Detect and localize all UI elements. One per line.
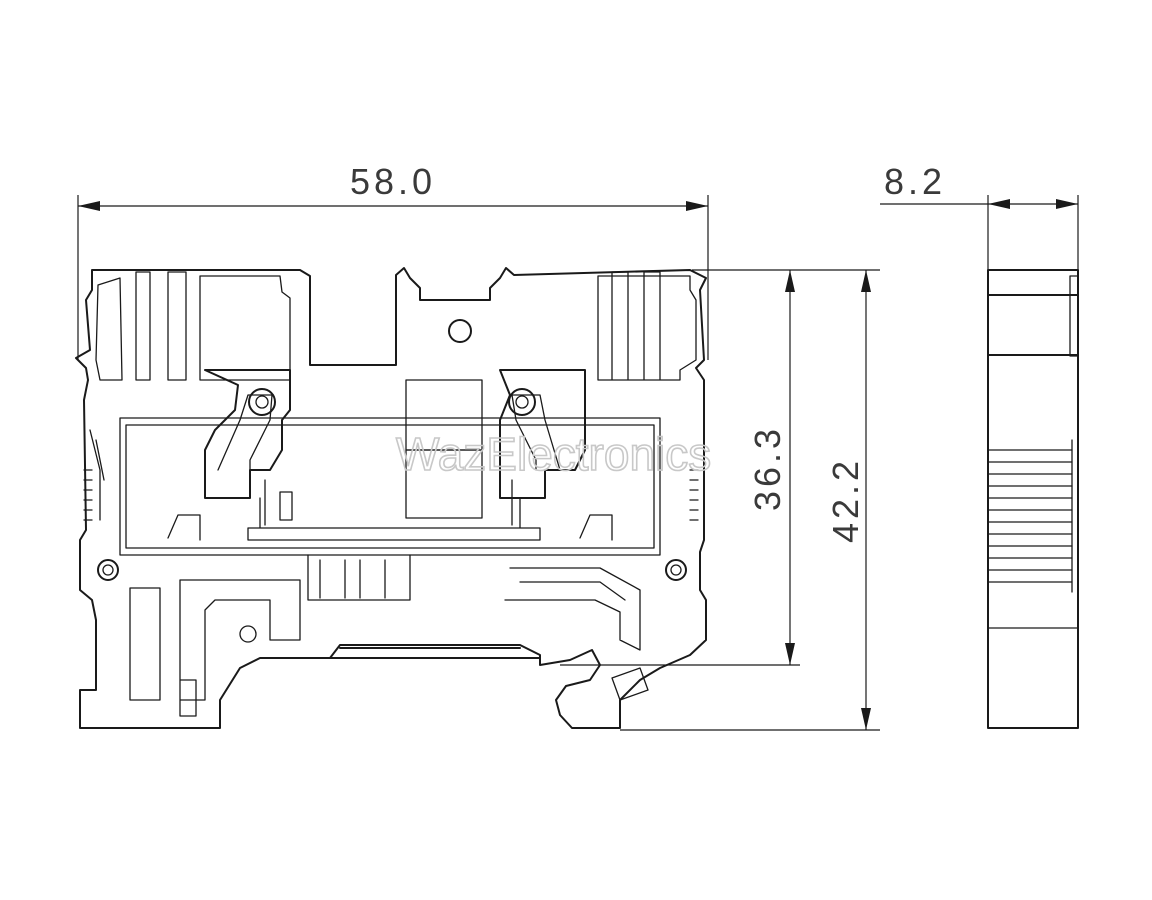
lower-hole: [239, 625, 257, 643]
right-foot: [504, 567, 641, 651]
front-view: [75, 267, 707, 729]
left-foot: [129, 579, 301, 717]
right-side-hole: [665, 559, 687, 581]
right-spring-clamp: [499, 369, 586, 499]
front-view-outline: [75, 267, 707, 729]
right-pivot: [508, 388, 536, 416]
inner-chamber: [119, 417, 661, 556]
side-view-ribs: [987, 439, 1073, 593]
dimension-depth-label: 8.2: [884, 161, 946, 202]
left-side-hole: [97, 559, 119, 581]
dimension-depth: 8.2: [880, 161, 1079, 270]
mounting-hole-top: [448, 319, 472, 343]
busbar: [247, 479, 541, 541]
dimension-width: 58.0: [77, 161, 709, 360]
left-wire-entry: [95, 271, 291, 381]
dimension-height-total: 42.2: [620, 270, 880, 731]
right-wire-entry: [597, 271, 697, 381]
dimension-width-label: 58.0: [350, 161, 436, 202]
side-view-outline: [987, 269, 1079, 729]
dimension-height-inner: 36.3: [560, 269, 880, 666]
left-spring-clamp: [204, 369, 291, 499]
watermark: WazElectronics: [396, 428, 711, 480]
dimension-height-total-label: 42.2: [825, 457, 866, 543]
bottom-contact: [307, 554, 411, 601]
side-view: [987, 269, 1079, 729]
left-pivot: [248, 388, 276, 416]
din-rail-slot: [329, 647, 541, 659]
dimension-height-inner-label: 36.3: [747, 425, 788, 511]
